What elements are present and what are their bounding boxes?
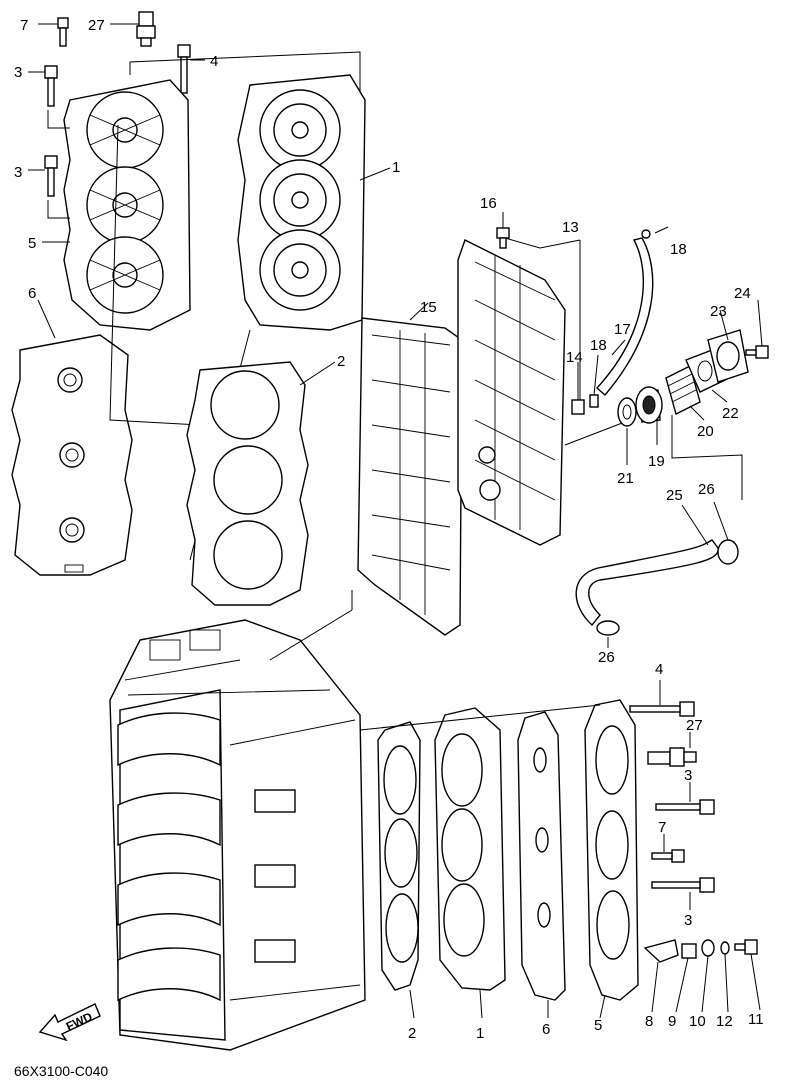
spring-part-20 [665, 364, 705, 421]
callout-18-top: 18 [670, 241, 687, 258]
top-plug-27 [110, 11, 156, 47]
callout-labels: 7 27 4 3 3 5 6 1 2 16 13 18 24 23 15 17 … [14, 17, 764, 1042]
fwd-label: FWD [64, 1009, 95, 1033]
bolt-part-16 [496, 212, 510, 249]
gasket-part-21 [617, 397, 637, 465]
callout-14: 14 [566, 349, 583, 366]
callout-1-lower: 1 [476, 1025, 484, 1042]
head-cover-part-5-lower [584, 699, 639, 1019]
clip-part-18 [589, 226, 669, 408]
callout-20: 20 [697, 423, 714, 440]
clamp-part-26b [596, 620, 620, 648]
clamp-part-26a [713, 501, 739, 565]
callout-3-top-b: 3 [14, 164, 22, 181]
callout-1-top: 1 [392, 159, 400, 176]
callout-27-top: 27 [88, 17, 105, 34]
callout-4-top: 4 [210, 53, 218, 70]
valve-part-19 [635, 386, 663, 445]
callout-27-lower: 27 [686, 717, 703, 734]
callout-10: 10 [689, 1013, 706, 1030]
callout-15: 15 [420, 299, 437, 316]
exhaust-cover-gasket-part-15 [357, 302, 463, 636]
cover-gasket-part-6-lower [517, 711, 566, 1018]
nut-part-9 [675, 943, 697, 1013]
top-bolt-3b [28, 155, 58, 197]
bolt-part-4-lower [629, 680, 695, 717]
cylinder-head-part-1-top [237, 74, 391, 331]
head-cover-part-5 [42, 79, 191, 331]
callout-5-top: 5 [28, 235, 36, 252]
top-bolt-4 [177, 44, 205, 94]
callout-26-bottom: 26 [598, 649, 615, 666]
callout-26-top: 26 [698, 481, 715, 498]
part-8 [643, 939, 679, 1013]
callout-5-lower: 5 [594, 1017, 602, 1034]
callout-6-lower: 6 [542, 1021, 550, 1038]
exhaust-cover-part-13 [457, 237, 631, 546]
bolt-part-24 [745, 299, 769, 359]
bolt-part-3-lower-b [651, 877, 715, 910]
thermostat-cover-part-23 [707, 309, 749, 383]
callout-18-mid: 18 [590, 337, 607, 354]
callout-8: 8 [645, 1013, 653, 1030]
callout-13: 13 [562, 219, 579, 236]
callout-2-lower: 2 [408, 1025, 416, 1042]
bolt-part-7-lower [651, 834, 685, 863]
cylinder-block [109, 590, 366, 1051]
callout-2-top: 2 [337, 353, 345, 370]
callout-22: 22 [722, 405, 739, 422]
callout-17: 17 [614, 321, 631, 338]
hose-part-25 [575, 504, 719, 627]
callout-3-lower-a: 3 [684, 767, 692, 784]
callout-4-lower: 4 [655, 661, 663, 678]
hose-part-17 [596, 229, 654, 396]
top-bolt-7 [38, 17, 69, 47]
callout-3-top-a: 3 [14, 64, 22, 81]
cylinder-head-part-1-lower [434, 707, 506, 1019]
callout-3-lower-b: 3 [684, 912, 692, 929]
plug-part-27-lower [647, 732, 697, 767]
top-bolt-3a [28, 65, 58, 107]
callout-21: 21 [617, 470, 634, 487]
callout-19: 19 [648, 453, 665, 470]
washer-part-12 [720, 941, 730, 1013]
callout-12: 12 [716, 1013, 733, 1030]
callout-16: 16 [480, 195, 497, 212]
diagram-code: 66X3100-C040 [14, 1063, 108, 1079]
cover-gasket-part-6 [11, 299, 133, 576]
callout-6-top: 6 [28, 285, 36, 302]
fitting-part-14 [571, 362, 585, 415]
callout-25: 25 [666, 487, 683, 504]
bolt-part-3-lower-a [655, 782, 715, 815]
callout-24: 24 [734, 285, 751, 302]
callout-7-lower: 7 [658, 819, 666, 836]
head-gasket-part-2-top [186, 361, 336, 606]
fwd-arrow-icon: FWD [38, 1003, 101, 1042]
callout-9: 9 [668, 1013, 676, 1030]
callout-23: 23 [710, 303, 727, 320]
callout-7-top: 7 [20, 17, 28, 34]
washer-part-10 [701, 939, 715, 1013]
screw-part-11 [734, 939, 761, 1011]
callout-11: 11 [748, 1011, 764, 1028]
head-gasket-part-2-lower [377, 721, 421, 1019]
